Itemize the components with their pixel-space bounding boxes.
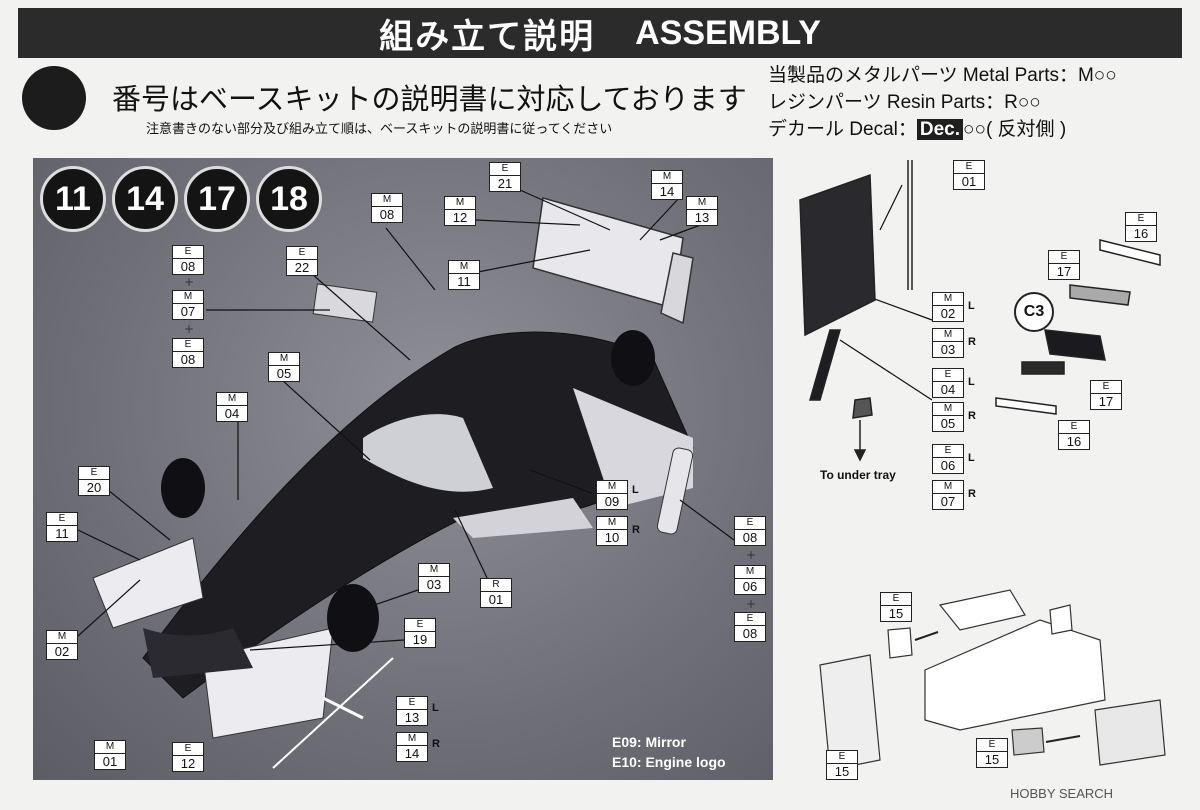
legend-decal-prefix: デカール Decal： — [768, 119, 917, 140]
plus-sign: + — [746, 548, 757, 562]
side-left-label: L — [968, 300, 975, 312]
watermark: HOBBY SEARCH — [1010, 786, 1114, 801]
legend-resin: レジンパーツ Resin Parts：R○○ — [768, 92, 1041, 113]
side-right-label: R — [968, 336, 976, 348]
legend-decal-suffix: ○○( 反対側 ) — [963, 119, 1067, 140]
sub-note: 注意書きのない部分及び組み立て順は、ベースキットの説明書に従ってください — [146, 122, 613, 137]
plus-sign: + — [184, 322, 195, 336]
header-title-jp: 組み立て説明 — [379, 16, 596, 57]
under-tray-label: To under tray — [820, 468, 896, 482]
side-right-label: R — [968, 488, 976, 500]
side-left-label: L — [968, 376, 975, 388]
side-right-label: R — [968, 410, 976, 422]
plus-sign: + — [746, 597, 757, 611]
parts-legend: 当製品のメタルパーツ Metal Parts：M○○ レジンパーツ Resin … — [768, 62, 1117, 143]
step-14: 14 — [112, 166, 178, 232]
c3-marker: C3 — [1014, 292, 1054, 332]
note-engine-logo: E10: Engine logo — [612, 754, 726, 770]
step-11: 11 — [40, 166, 106, 232]
section-dot-icon — [22, 66, 86, 130]
main-note: 番号はベースキットの説明書に対応しております — [112, 82, 747, 116]
plus-sign: + — [184, 275, 195, 289]
side-left-label: L — [432, 702, 439, 714]
side-right-label: R — [432, 738, 440, 750]
side-right-label: R — [632, 524, 640, 536]
note-mirror: E09: Mirror — [612, 734, 686, 750]
step-17: 17 — [184, 166, 250, 232]
side-left-label: L — [632, 484, 639, 496]
step-18: 18 — [256, 166, 322, 232]
header-title-en: ASSEMBLY — [635, 13, 821, 52]
side-left-label: L — [968, 452, 975, 464]
step-numbers: 11 14 17 18 — [40, 166, 322, 232]
legend-decal-box: Dec. — [916, 119, 963, 140]
legend-decal: デカール Decal：Dec.○○( 反対側 ) — [768, 116, 1117, 143]
model-photo — [33, 158, 773, 780]
legend-metal: 当製品のメタルパーツ Metal Parts：M○○ — [768, 65, 1117, 86]
assembly-header: 組み立て説明 ASSEMBLY — [18, 8, 1182, 58]
car-illustration — [92, 197, 694, 769]
